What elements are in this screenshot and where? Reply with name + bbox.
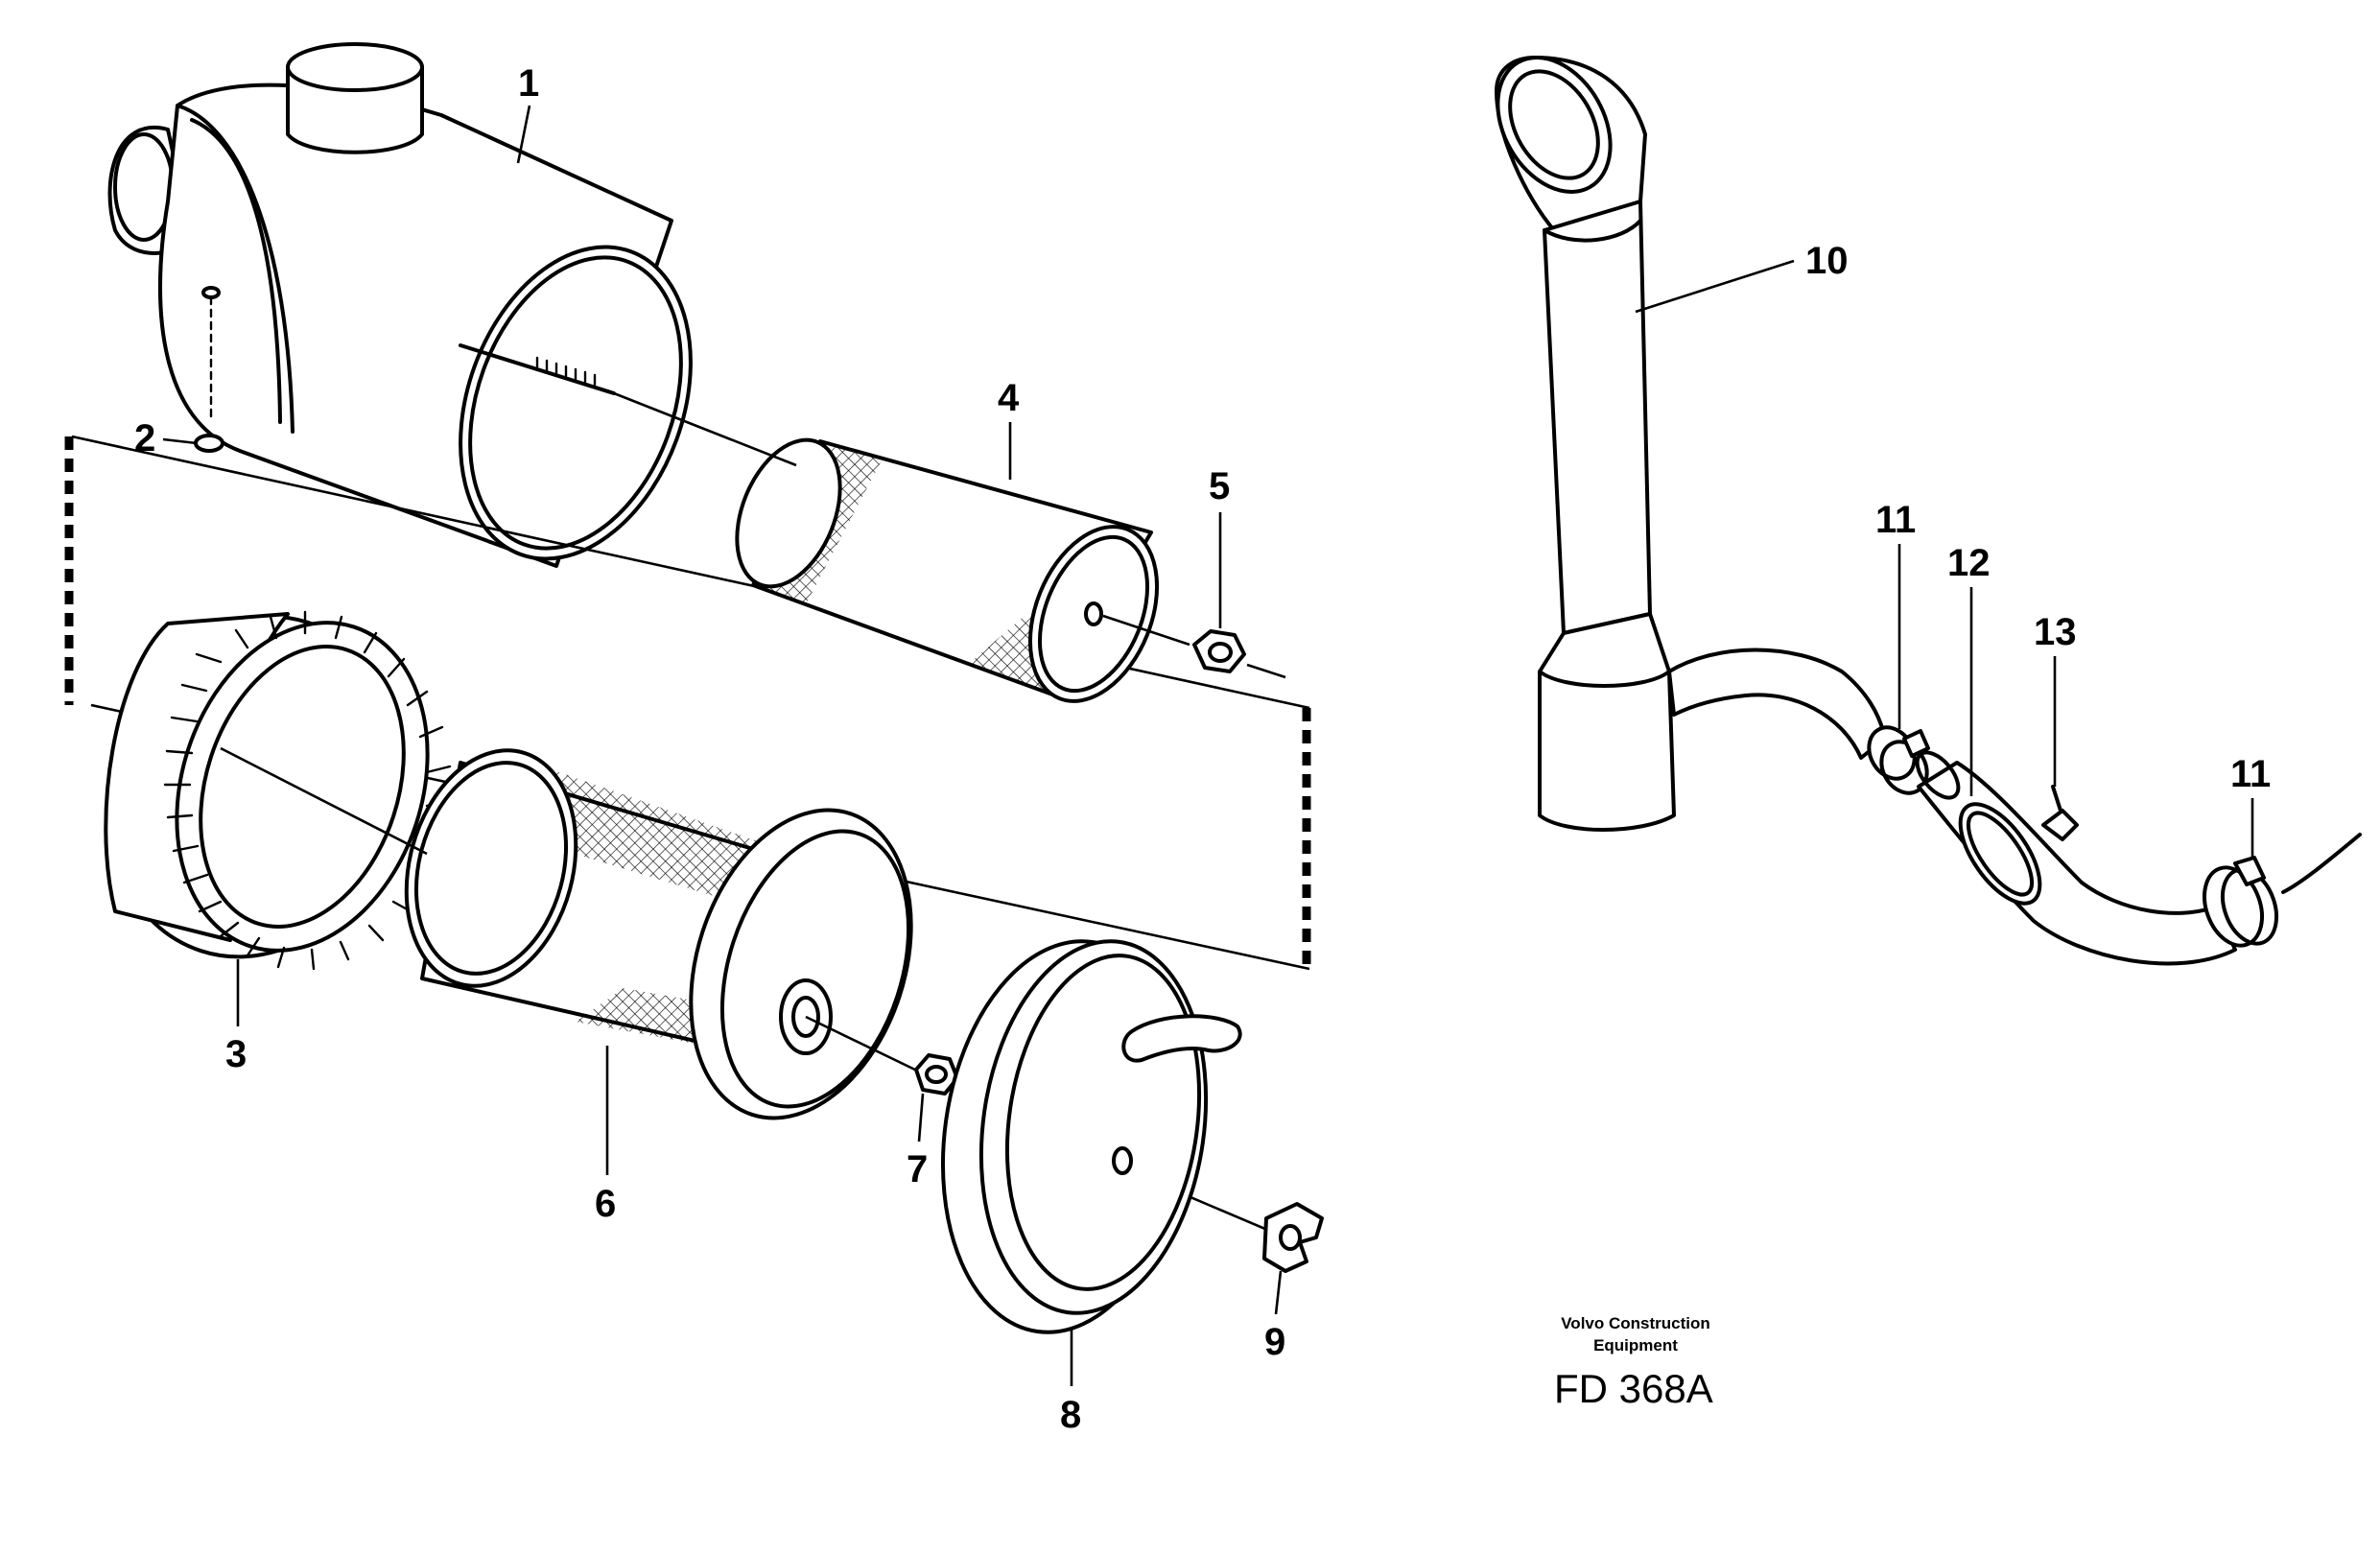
company-line-2: Equipment [1593, 1336, 1678, 1355]
pre-cleaner-ring [104, 610, 453, 971]
intake-pipe [1495, 56, 1887, 832]
main-filter-element [404, 748, 913, 1120]
svg-text:12: 12 [1947, 542, 1991, 584]
end-cover [940, 939, 1242, 1334]
drawing-code: FD 368A [1554, 1366, 1713, 1411]
callout-10: 10 [1635, 240, 1849, 314]
callout-5: 5 [1209, 465, 1230, 628]
callout-1: 1 [516, 62, 539, 164]
callout-8: 8 [1060, 1329, 1081, 1436]
hose-clamp-right [2203, 833, 2362, 948]
callout-3: 3 [225, 959, 247, 1075]
callout-6: 6 [595, 1046, 616, 1225]
callout-4: 4 [998, 377, 1020, 480]
svg-text:9: 9 [1264, 1321, 1285, 1363]
svg-text:13: 13 [2034, 611, 2077, 653]
hose-section [1915, 750, 2237, 966]
callout-7: 7 [907, 1093, 928, 1190]
diagram-footer: Volvo Construction Equipment FD 368A [1554, 1314, 1713, 1411]
svg-text:5: 5 [1209, 465, 1230, 507]
company-line-1: Volvo Construction [1561, 1314, 1710, 1332]
svg-text:4: 4 [998, 377, 1020, 419]
svg-text:3: 3 [225, 1033, 247, 1075]
callout-13: 13 [2034, 611, 2077, 787]
svg-text:2: 2 [134, 417, 155, 459]
callout-9: 9 [1264, 1270, 1285, 1363]
hex-nut-lower [914, 1053, 959, 1096]
hex-nut-upper [1192, 629, 1246, 673]
svg-text:11: 11 [1875, 499, 1916, 541]
callouts: 1 2 3 4 5 6 7 8 [134, 62, 2271, 1436]
callout-12: 12 [1947, 542, 1991, 796]
svg-text:11: 11 [2230, 753, 2271, 795]
safety-filter [735, 437, 1160, 703]
air-cleaner-housing [107, 42, 693, 568]
hose-clamp-left [1867, 725, 1930, 795]
callout-11-lower: 11 [2230, 753, 2271, 859]
callout-11-upper: 11 [1875, 499, 1916, 729]
seal-ring [194, 434, 224, 453]
svg-text:7: 7 [907, 1148, 928, 1190]
cable-tie [2041, 785, 2079, 841]
callout-2: 2 [134, 417, 198, 459]
wing-nut [1262, 1202, 1324, 1273]
hose-clamp-middle [1958, 802, 2042, 906]
svg-text:1: 1 [518, 62, 539, 105]
svg-text:10: 10 [1805, 240, 1849, 282]
svg-text:6: 6 [595, 1183, 616, 1225]
svg-text:8: 8 [1060, 1394, 1081, 1436]
